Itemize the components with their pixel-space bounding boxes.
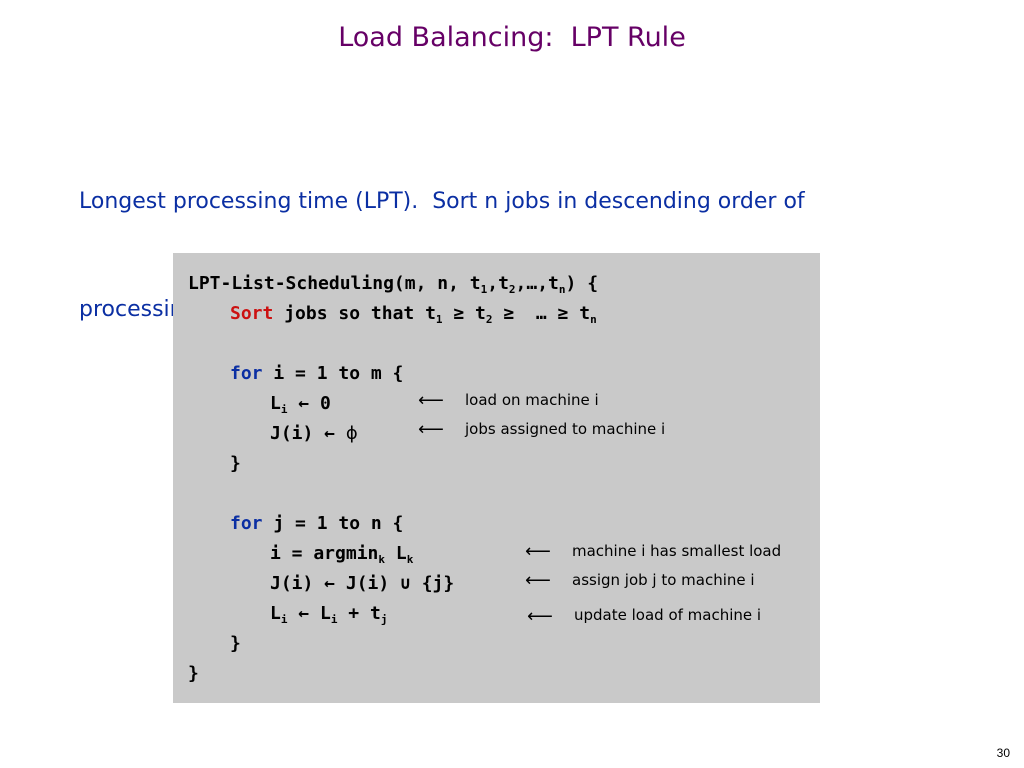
code-sub: j [380, 613, 388, 626]
code-text: i = argmin [270, 543, 379, 564]
code-text: L [270, 393, 281, 414]
code-sub: k [378, 553, 385, 566]
code-text: ,…,t [515, 273, 559, 294]
left-arrow-icon: ⟵ [418, 390, 444, 411]
for-keyword: for [230, 513, 263, 534]
code-for2-line: for j = 1 to n { [230, 513, 403, 535]
code-close-brace-1: } [230, 453, 241, 474]
left-arrow-icon: ⟵ [525, 541, 551, 562]
left-arrow-icon: ⟵ [525, 570, 551, 591]
code-init-jobs-line: J(i) ← ϕ [270, 423, 358, 445]
code-close-brace-2: } [230, 633, 241, 654]
comment-update-load: update load of machine i [574, 606, 762, 624]
code-sub: 2 [485, 313, 493, 326]
code-sub: i [280, 613, 288, 626]
sort-keyword: Sort [230, 303, 274, 324]
code-text: L [385, 543, 407, 564]
comment-jobs-assigned: jobs assigned to machine i [465, 420, 666, 438]
code-text: ≥ t [442, 303, 486, 324]
for-keyword: for [230, 363, 263, 384]
empty-set-symbol: ϕ [345, 423, 358, 444]
comment-load-on-machine: load on machine i [465, 391, 599, 409]
code-header: LPT-List-Scheduling(m, n, t1,t2,…,tn) { [188, 273, 598, 295]
code-for1-line: for i = 1 to m { [230, 363, 403, 385]
code-sub: 1 [435, 313, 443, 326]
intro-line-1: Longest processing time (LPT). Sort n jo… [79, 189, 805, 214]
code-sub: 1 [480, 283, 488, 296]
code-text: ← L [287, 603, 331, 624]
pseudocode-box: LPT-List-Scheduling(m, n, t1,t2,…,tn) { … [173, 253, 820, 703]
code-text: ) { [565, 273, 599, 294]
page-number: 30 [996, 746, 1010, 760]
code-text: i = 1 to m { [262, 363, 404, 384]
code-sub: k [406, 553, 414, 566]
code-close-brace-3: } [188, 663, 199, 684]
code-text: ≥ … ≥ t [492, 303, 591, 324]
code-text: j = 1 to n { [262, 513, 404, 534]
code-sub: 2 [508, 283, 516, 296]
comment-assign-job: assign job j to machine i [572, 571, 755, 589]
comment-smallest-load: machine i has smallest load [572, 542, 782, 560]
code-init-load-line: Li ← 0 [270, 393, 331, 415]
code-sub: i [330, 613, 338, 626]
code-text: J(i) ← [270, 423, 346, 444]
code-text: jobs so that t [273, 303, 436, 324]
left-arrow-icon: ⟵ [527, 606, 553, 627]
code-sub: n [558, 283, 566, 296]
left-arrow-icon: ⟵ [418, 419, 444, 440]
code-text: + t [337, 603, 381, 624]
code-text: L [270, 603, 281, 624]
code-text: ,t [487, 273, 509, 294]
code-assign-line: J(i) ← J(i) ∪ {j} [270, 573, 455, 594]
code-argmin-line: i = argmink Lk [270, 543, 413, 565]
code-sort-line: Sort jobs so that t1 ≥ t2 ≥ … ≥ tn [230, 303, 597, 325]
code-text: ← 0 [287, 393, 331, 414]
code-header-name: LPT-List-Scheduling(m, n, t [188, 273, 481, 294]
code-update-line: Li ← Li + tj [270, 603, 387, 625]
slide-title: Load Balancing: LPT Rule [338, 22, 686, 53]
code-sub: n [590, 313, 597, 326]
code-sub: i [280, 403, 288, 416]
